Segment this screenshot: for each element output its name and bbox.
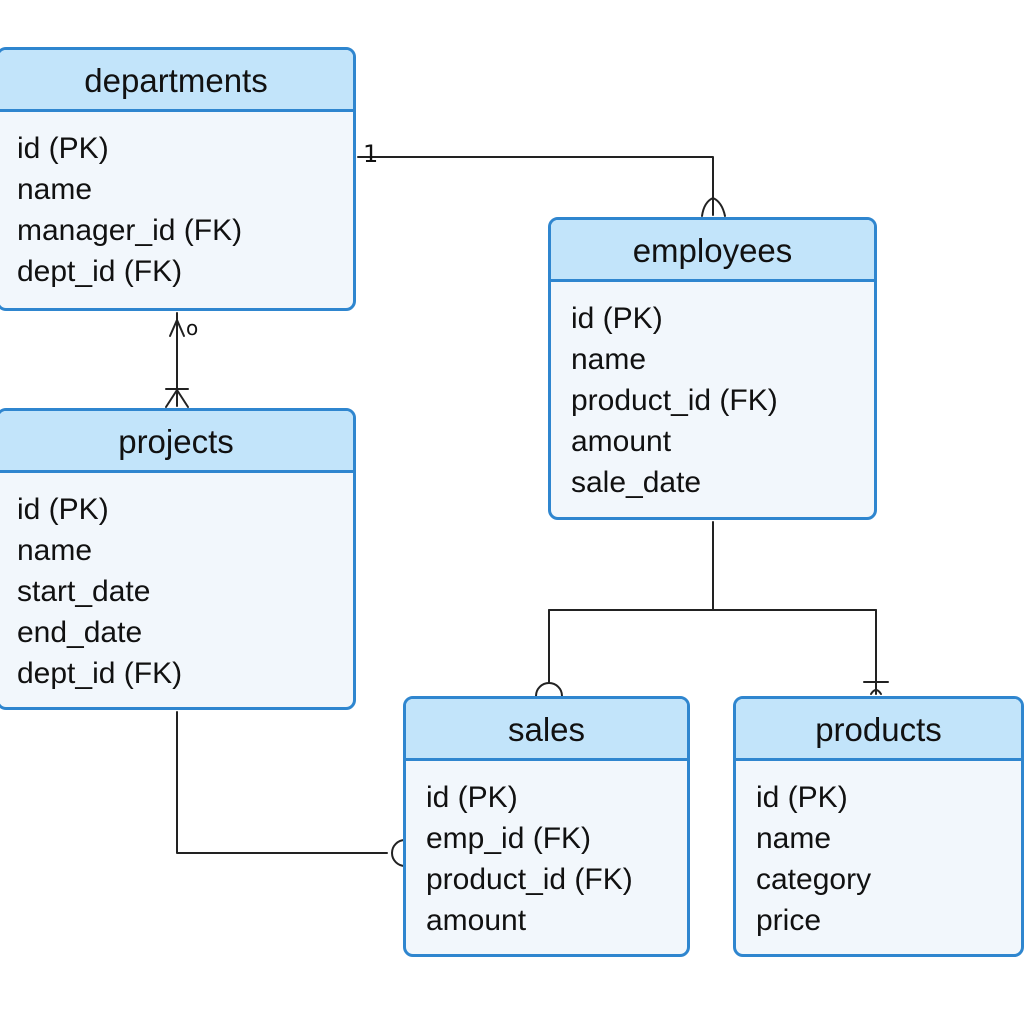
attribute: manager_id (FK) xyxy=(17,214,243,247)
attribute: name xyxy=(756,822,832,855)
connector-departments-projects xyxy=(165,312,189,408)
entity-sales[interactable]: sales id (PK) emp_id (FK) product_id (FK… xyxy=(403,696,690,957)
attribute: price xyxy=(756,904,822,937)
entity-title: sales xyxy=(406,699,687,761)
zero-marker-sales-left xyxy=(391,839,406,867)
attribute: id (PK) xyxy=(17,493,109,526)
attribute: start_date xyxy=(17,575,151,608)
attribute: id (PK) xyxy=(17,132,109,165)
entity-departments[interactable]: departments id (PK) name manager_id (FK)… xyxy=(0,47,356,311)
connector-projects-sales xyxy=(176,711,406,867)
attribute: id (PK) xyxy=(571,302,663,335)
attribute: dept_id (FK) xyxy=(17,657,183,690)
attribute-list: id (PK) name product_id (FK) amount sale… xyxy=(551,282,874,503)
entity-projects[interactable]: projects id (PK) name start_date end_dat… xyxy=(0,408,356,710)
attribute: name xyxy=(571,343,647,376)
connector-employees-sales-products xyxy=(535,521,889,697)
attribute-list: id (PK) emp_id (FK) product_id (FK) amou… xyxy=(406,761,687,941)
entity-title: products xyxy=(736,699,1021,761)
attribute: product_id (FK) xyxy=(571,384,778,417)
cardinality-label-one: 1 xyxy=(363,140,379,168)
attribute: sale_date xyxy=(571,466,702,499)
attribute: end_date xyxy=(17,616,143,649)
crowsfoot-many-departments xyxy=(169,319,185,337)
attribute: product_id (FK) xyxy=(426,863,633,896)
cardinality-label-zero: o xyxy=(186,316,199,340)
attribute-list: id (PK) name manager_id (FK) dept_id (FK… xyxy=(0,112,353,292)
attribute: amount xyxy=(571,425,672,458)
attribute: category xyxy=(756,863,872,896)
attribute-list: id (PK) name category price xyxy=(736,761,1021,941)
entity-title: projects xyxy=(0,411,353,473)
connector-departments-employees xyxy=(357,156,726,217)
attribute: name xyxy=(17,173,93,206)
attribute: name xyxy=(17,534,93,567)
entity-products[interactable]: products id (PK) name category price xyxy=(733,696,1024,957)
attribute: emp_id (FK) xyxy=(426,822,592,855)
entity-title: departments xyxy=(0,50,353,112)
attribute-list: id (PK) name start_date end_date dept_id… xyxy=(0,473,353,694)
zero-marker-sales xyxy=(535,682,563,697)
attribute: id (PK) xyxy=(756,781,848,814)
attribute: dept_id (FK) xyxy=(17,255,183,288)
entity-employees[interactable]: employees id (PK) name product_id (FK) a… xyxy=(548,217,877,520)
attribute: id (PK) xyxy=(426,781,518,814)
entity-title: employees xyxy=(551,220,874,282)
attribute: amount xyxy=(426,904,527,937)
